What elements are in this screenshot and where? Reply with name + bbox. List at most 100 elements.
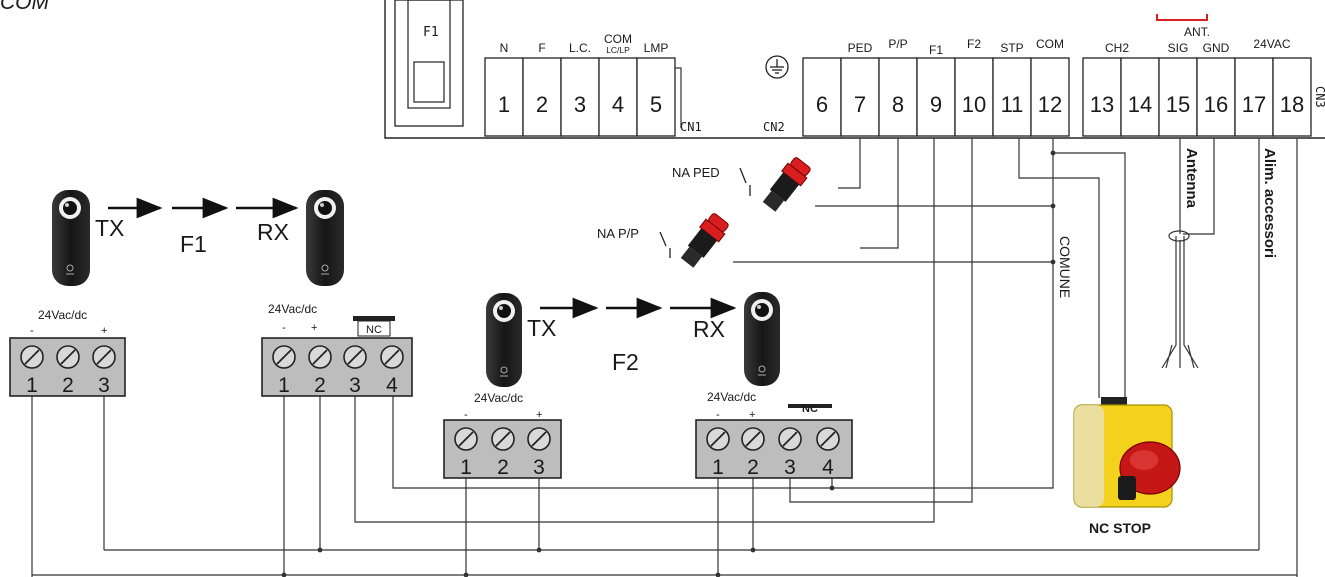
antenna-bracket <box>1156 14 1208 21</box>
na-ped-button: NA PED <box>672 157 811 212</box>
photocell-f2-rx <box>744 292 780 386</box>
f2-rx-label: RX <box>693 316 725 342</box>
f1-tx-label: TX <box>95 215 124 241</box>
terminal-number: 4 <box>612 92 624 117</box>
minus-label: - <box>282 322 286 334</box>
nc-label: NC <box>802 403 818 415</box>
terminal-label: GND <box>1203 41 1230 55</box>
terminal-label: LC/LP <box>606 45 630 55</box>
cn2-terminal-block <box>802 57 1070 137</box>
terminal-number: 2 <box>536 92 548 117</box>
block-number: 1 <box>278 374 290 397</box>
block-number: 3 <box>98 374 110 397</box>
terminal-label: N <box>500 41 509 55</box>
terminal-label: 24VAC <box>1253 37 1290 51</box>
ground-icon <box>765 55 789 79</box>
block-number: 2 <box>314 374 326 397</box>
f1-rx-terminal-block: 24Vac/dc - + NC 1 2 3 4 <box>261 302 413 397</box>
supply-label: 24Vac/dc <box>474 391 523 405</box>
terminal-labels: N F L.C. COM LC/LP LMP PED P/P F1 F2 STP… <box>500 25 1291 57</box>
plus-label: + <box>749 409 755 421</box>
f2-rx-terminal-block: 24Vac/dc - + NC 1 2 3 4 <box>695 390 853 479</box>
terminal-label: STP <box>1000 41 1023 55</box>
terminal-numbers: 1 2 3 4 5 6 7 8 9 10 11 12 13 14 15 16 1… <box>498 92 1304 117</box>
na-ped-label: NA PED <box>672 165 720 180</box>
terminal-number: 9 <box>930 92 942 117</box>
terminal-label: COM <box>604 32 632 46</box>
terminal-number: 8 <box>892 92 904 117</box>
terminal-label: F <box>538 41 545 55</box>
terminal-label: P/P <box>888 37 907 51</box>
terminal-number: 10 <box>962 92 986 117</box>
block-number: 1 <box>26 374 38 397</box>
plus-label: + <box>101 325 107 337</box>
terminal-number: 7 <box>854 92 866 117</box>
block-number: 3 <box>533 456 545 479</box>
block-number: 2 <box>497 456 509 479</box>
f2-tx-terminal-block: 24Vac/dc - + 1 2 3 <box>443 391 562 479</box>
block-number: 2 <box>747 456 759 479</box>
fuse-label: F1 <box>423 25 439 40</box>
antenna-label: Antenna <box>1183 148 1200 209</box>
na-pp-label: NA P/P <box>597 226 639 241</box>
supply-label: 24Vac/dc <box>707 390 756 404</box>
terminal-label: F2 <box>967 37 981 51</box>
plus-label: + <box>536 409 542 421</box>
na-pp-button: NA P/P <box>597 213 729 268</box>
supply-label: 24Vac/dc <box>268 302 317 316</box>
terminal-number: 5 <box>650 92 662 117</box>
nc-stop-button: NC STOP <box>1073 397 1181 536</box>
terminal-number: 1 <box>498 92 510 117</box>
block-number: 1 <box>712 456 724 479</box>
accessories-label: Alim. accessori <box>1261 148 1278 258</box>
ant-label: ANT. <box>1184 25 1210 39</box>
minus-label: - <box>464 409 468 421</box>
terminal-number: 13 <box>1090 92 1114 117</box>
terminal-label: CH2 <box>1105 41 1129 55</box>
wiring <box>31 138 1298 577</box>
photocell-f1-tx <box>52 190 90 286</box>
terminal-label: LMP <box>644 41 669 55</box>
terminal-label: SIG <box>1168 41 1189 55</box>
f1-tx-terminal-block: 24Vac/dc - + 1 2 3 <box>9 308 126 397</box>
f2-tx-label: TX <box>527 315 556 341</box>
terminal-label: COM <box>1036 37 1064 51</box>
comune-label: COMUNE <box>1057 236 1073 298</box>
control-board: F1 CN1 CN2 <box>384 0 1325 139</box>
photocell-f1-rx <box>306 190 344 286</box>
f2-name-label: F2 <box>612 349 639 375</box>
minus-label: - <box>30 325 34 337</box>
terminal-number: 14 <box>1128 92 1152 117</box>
f1-rx-label: RX <box>257 219 289 245</box>
terminal-number: 3 <box>574 92 586 117</box>
block-number: 3 <box>349 374 361 397</box>
photocell-f2-tx <box>486 293 522 387</box>
terminal-label: PED <box>848 41 873 55</box>
cn3-label: CN3 <box>1313 86 1325 108</box>
nc-label: NC <box>366 324 382 336</box>
block-number: 2 <box>62 374 74 397</box>
f1-name-label: F1 <box>180 231 207 257</box>
block-number: 4 <box>822 456 834 479</box>
terminal-label: F1 <box>929 43 943 57</box>
supply-label: 24Vac/dc <box>38 308 87 322</box>
block-number: 1 <box>460 456 472 479</box>
block-number: 4 <box>386 374 398 397</box>
cn1-terminal-block <box>484 57 682 137</box>
cn1-label: CN1 <box>680 120 702 134</box>
terminal-number: 16 <box>1204 92 1228 117</box>
cn3-terminal-block <box>1082 57 1312 137</box>
terminal-number: 15 <box>1166 92 1190 117</box>
terminal-label: L.C. <box>569 41 591 55</box>
terminal-number: 12 <box>1038 92 1062 117</box>
terminal-number: 18 <box>1280 92 1304 117</box>
terminal-number: 11 <box>1001 92 1024 117</box>
header-fragment: COM <box>0 0 50 14</box>
minus-label: - <box>716 409 720 421</box>
terminal-number: 17 <box>1242 92 1266 117</box>
plus-label: + <box>311 322 317 334</box>
cn2-label: CN2 <box>763 120 785 134</box>
block-number: 3 <box>784 456 796 479</box>
nc-stop-label: NC STOP <box>1089 520 1151 536</box>
